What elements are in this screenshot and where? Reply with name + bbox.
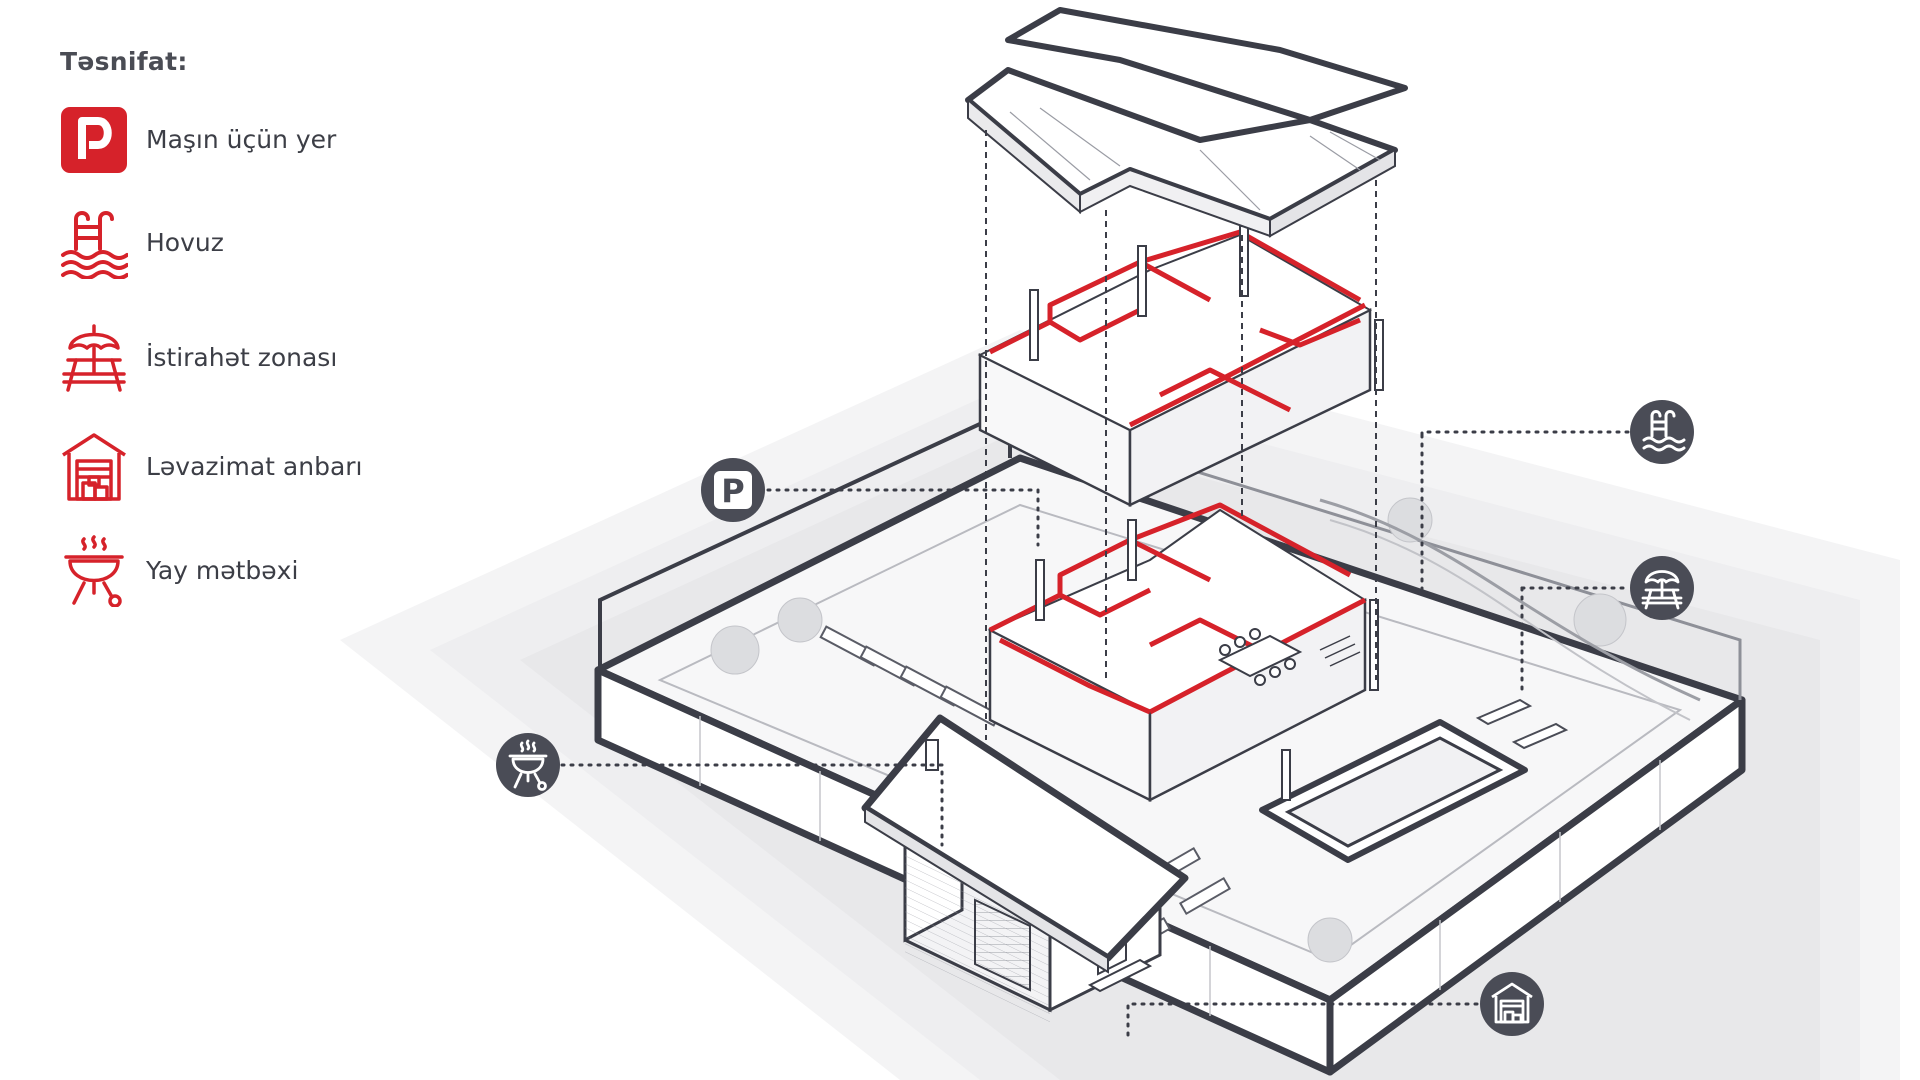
legend-item-rest: İstirahət zonası (60, 322, 480, 394)
parking-icon (61, 107, 127, 173)
rest-area-icon (62, 324, 126, 392)
storage-icon (1480, 972, 1544, 1036)
legend-item-storage: Ləvazimat anbarı (60, 431, 480, 503)
callout-storage[interactable] (1478, 970, 1546, 1038)
callout-parking[interactable]: P (699, 456, 767, 524)
roof (965, 7, 1408, 238)
legend-title: Təsnifat: (60, 47, 188, 76)
dining-table (1217, 628, 1303, 686)
bbq-grill-icon (64, 535, 124, 607)
legend-item-parking: Maşın üçün yer (60, 104, 480, 176)
legend-label-pool: Hovuz (146, 228, 224, 257)
callout-pool[interactable] (1628, 398, 1696, 466)
swimming-pool (1259, 719, 1528, 863)
ground-floor (987, 502, 1379, 803)
callout-kitchen[interactable] (494, 731, 562, 799)
parking-callout-glyph: P (721, 472, 744, 510)
projection-lines (985, 130, 1377, 740)
legend-label-rest: İstirahət zonası (146, 343, 338, 372)
legend-label-parking: Maşın üçün yer (146, 125, 337, 154)
callout-leader-lines (560, 430, 1630, 1037)
legend-item-pool: Hovuz (60, 207, 480, 279)
callout-rest[interactable] (1628, 554, 1696, 622)
upper-floor (977, 225, 1384, 508)
pool-icon (61, 211, 128, 279)
rest-area-icon (1630, 556, 1694, 620)
bbq-grill-icon (496, 733, 560, 797)
legend-item-kitchen: Yay mətbəxi (60, 535, 480, 607)
storage-icon (62, 433, 126, 501)
parking-icon: P (701, 458, 765, 522)
summer-kitchen-building (861, 714, 1189, 1025)
pool-icon (1630, 400, 1694, 464)
legend: Təsnifat: Maşın üçün yer (60, 44, 480, 607)
legend-label-kitchen: Yay mətbəxi (146, 556, 299, 585)
legend-label-storage: Ləvazimat anbarı (146, 452, 363, 481)
